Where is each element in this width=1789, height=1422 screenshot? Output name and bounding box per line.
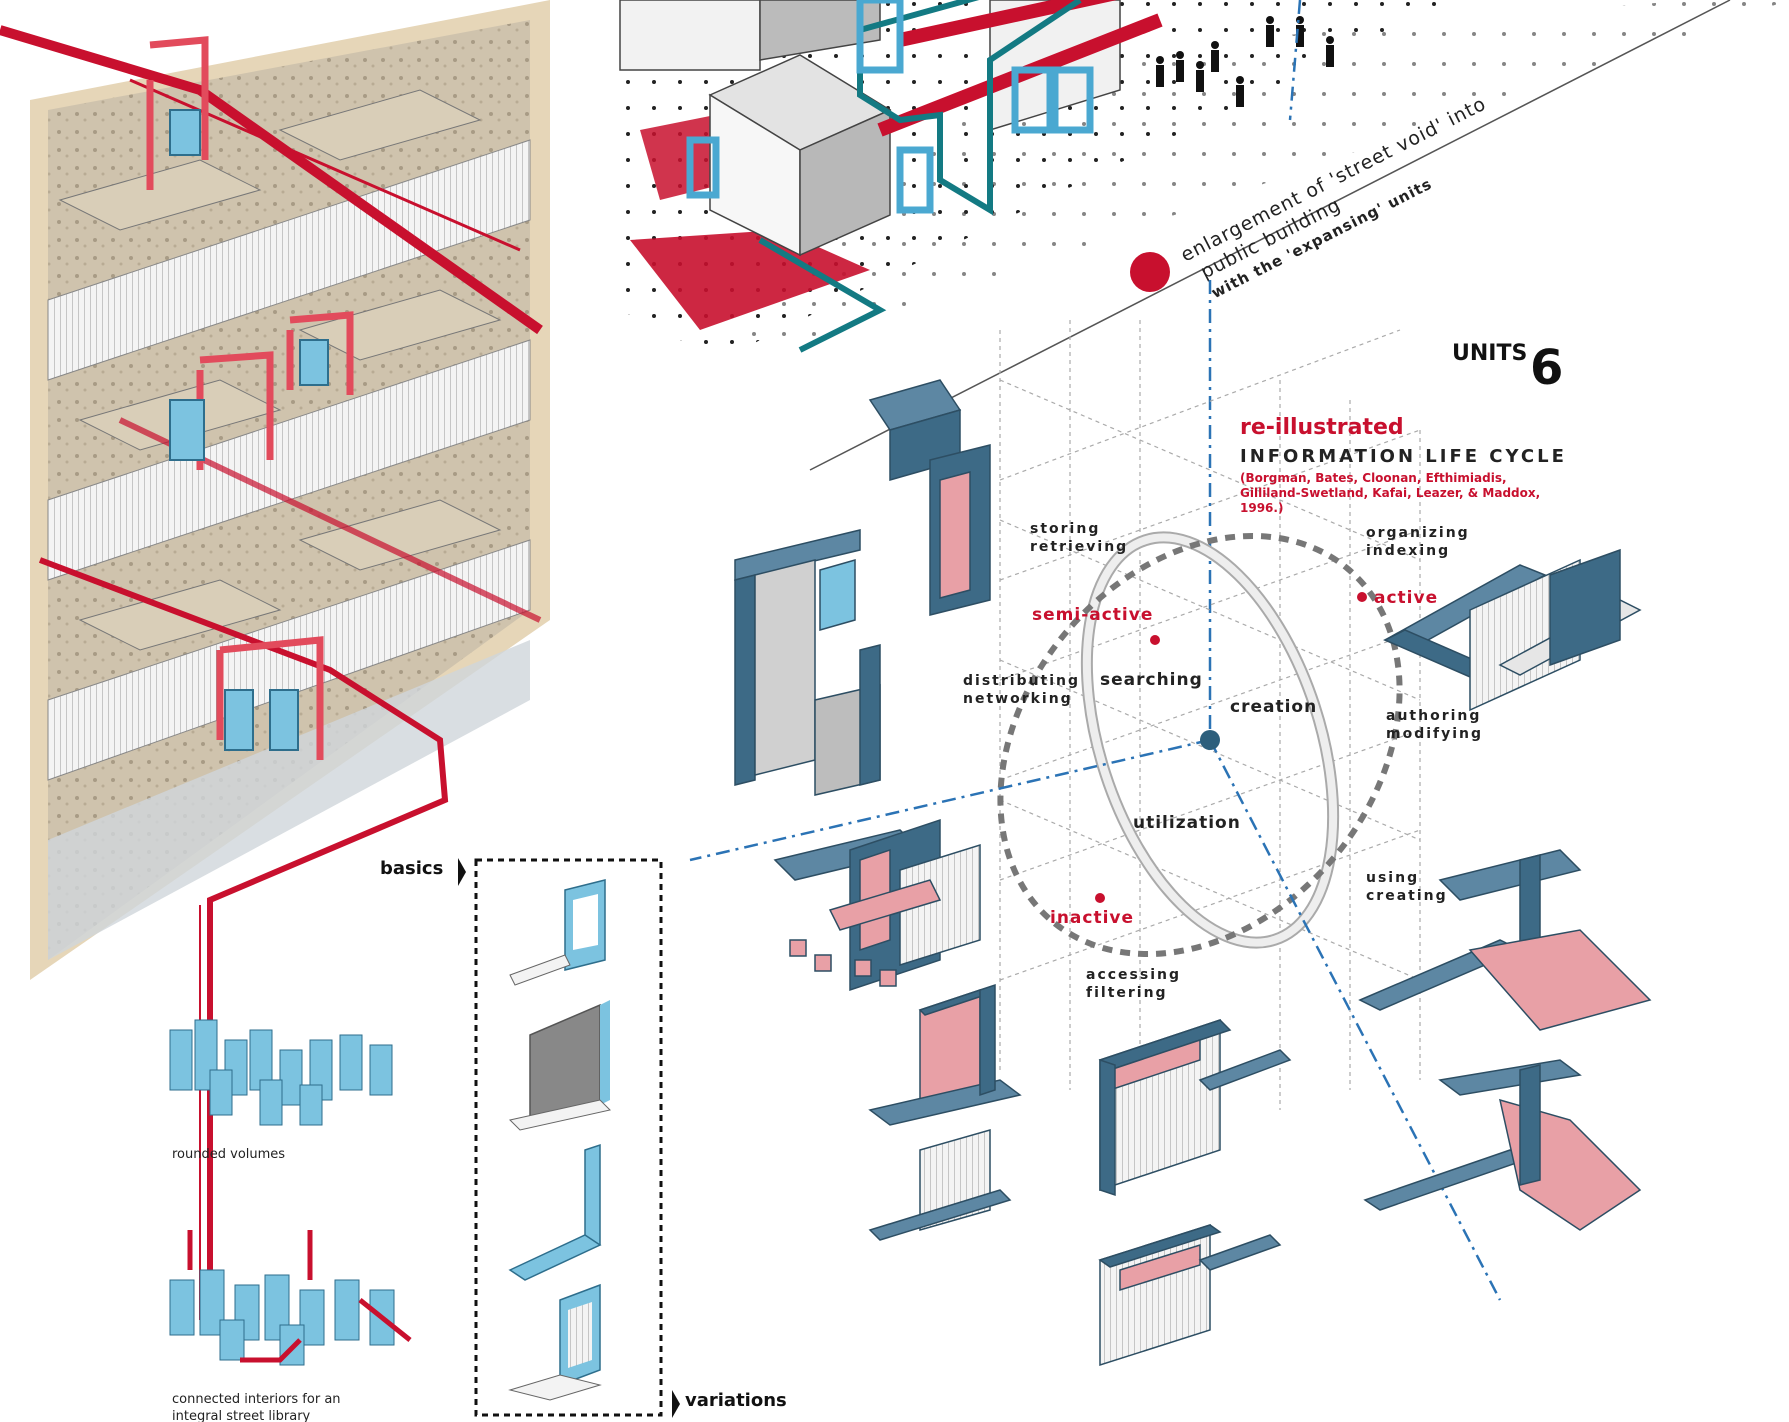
semi-active-dot xyxy=(1150,635,1160,645)
module-lower-striped xyxy=(868,1129,1012,1241)
basic-unit-wall xyxy=(509,1000,611,1131)
teal-path xyxy=(758,0,1082,353)
inactive-dot xyxy=(1095,893,1105,903)
module-pink-boxes xyxy=(773,818,981,992)
center-dot xyxy=(1200,730,1220,750)
state-inactive: inactive xyxy=(1050,908,1134,928)
connected-label-line1: connected interiors for an xyxy=(172,1392,341,1407)
units-number: 6 xyxy=(1530,340,1563,396)
module-tower xyxy=(868,379,991,616)
stage-utilization: utilization xyxy=(1133,813,1241,833)
dashed-ring xyxy=(997,532,1403,958)
rounded-volumes xyxy=(169,1019,393,1126)
state-active: active xyxy=(1374,588,1438,608)
module-pink-flow xyxy=(1363,1059,1642,1231)
activity-creating: creating xyxy=(1366,888,1448,904)
annotation-dot xyxy=(1130,252,1170,292)
activity-authoring: authoring xyxy=(1386,708,1481,724)
connected-interiors xyxy=(169,1269,395,1366)
units-label: UNITS xyxy=(1452,341,1527,366)
activity-accessing: accessing xyxy=(1086,967,1181,983)
citation-line2: Gilliland-Swetland, Kafai, Leazer, & Mad… xyxy=(1240,486,1540,500)
basic-unit-frame xyxy=(509,879,606,986)
module-bottom-block xyxy=(1098,1223,1282,1367)
activity-using: using xyxy=(1366,870,1419,886)
citation-line1: (Borgman, Bates, Cloonan, Efthimiadis, xyxy=(1240,471,1507,485)
activity-retrieving: retrieving xyxy=(1030,539,1128,555)
rounded-volumes-group: rounded volumes connected interiors for … xyxy=(169,1019,412,1422)
street-perspective-panel xyxy=(619,0,1789,360)
citation-line3: 1996.) xyxy=(1240,501,1283,515)
activity-distributing: distributing xyxy=(963,673,1080,689)
basics-legend: basics variations xyxy=(380,858,787,1418)
street-facades xyxy=(47,139,531,781)
basic-unit-cabinet xyxy=(508,1283,602,1401)
basic-unit-L xyxy=(508,1143,602,1281)
pedestrians xyxy=(1156,16,1334,107)
activity-modifying: modifying xyxy=(1386,726,1483,742)
aerial-street-panel xyxy=(0,0,550,1320)
blue-frames-street xyxy=(686,0,1094,214)
stage-creation: creation xyxy=(1230,697,1317,717)
stage-searching: searching xyxy=(1100,670,1203,690)
activity-filtering: filtering xyxy=(1086,985,1168,1001)
lifecycle-heading: re-illustrated xyxy=(1240,415,1404,440)
activity-networking: networking xyxy=(963,691,1073,707)
life-cycle-diagram: re-illustrated INFORMATION LIFE CYCLE (B… xyxy=(689,415,1567,1301)
lifecycle-subheading: INFORMATION LIFE CYCLE xyxy=(1240,446,1567,467)
activity-indexing: indexing xyxy=(1366,543,1450,559)
connected-label-line2: integral street library xyxy=(172,1409,311,1422)
variations-label: variations xyxy=(685,1390,787,1411)
basics-label: basics xyxy=(380,858,443,879)
basics-dashed-box xyxy=(474,858,663,1417)
module-active xyxy=(1383,548,1642,712)
module-shelf xyxy=(868,983,1022,1126)
units-title: UNITS 6 xyxy=(1452,340,1563,396)
isometric-grid xyxy=(999,320,1421,1110)
rounded-volumes-label: rounded volumes xyxy=(172,1147,285,1162)
module-panel xyxy=(734,529,881,796)
blue-units-aerial xyxy=(169,109,329,751)
activity-organizing: organizing xyxy=(1366,525,1470,541)
red-route xyxy=(0,25,543,335)
active-dot xyxy=(1357,592,1367,602)
activity-storing: storing xyxy=(1030,521,1100,537)
module-striped-cube xyxy=(1098,1018,1292,1197)
module-pink-stairs xyxy=(1358,849,1652,1031)
state-semi-active: semi-active xyxy=(1032,605,1153,625)
unit-modules xyxy=(734,379,1652,1367)
